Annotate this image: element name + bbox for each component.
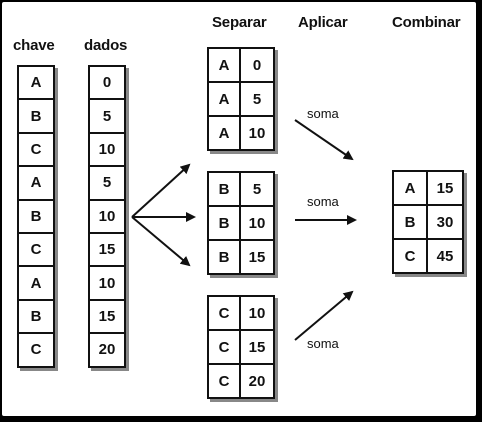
chave-cell: C xyxy=(19,133,53,166)
dados-cell: 15 xyxy=(90,300,124,333)
dados-cell: 10 xyxy=(90,267,124,299)
value-cell: 10 xyxy=(241,117,273,149)
key-cell: C xyxy=(209,331,239,363)
key-cell: A xyxy=(209,117,239,149)
dados-cell: 10 xyxy=(90,133,124,166)
apply-arrow-c xyxy=(294,290,354,341)
value-cell: 15 xyxy=(428,172,462,204)
header-separar: Separar xyxy=(212,14,267,31)
key-cell: C xyxy=(209,365,239,397)
chave-cell: C xyxy=(19,334,53,366)
chave-cell: A xyxy=(19,267,53,299)
apply-label-b: soma xyxy=(307,194,339,209)
chave-cell: C xyxy=(19,234,53,266)
apply-arrow-a xyxy=(294,119,354,161)
key-cell: C xyxy=(394,240,426,272)
value-cell: 20 xyxy=(241,365,273,397)
value-cell: 5 xyxy=(241,173,273,205)
value-cell: 30 xyxy=(428,206,462,238)
value-cell: 15 xyxy=(241,331,273,363)
key-cell: B xyxy=(209,207,239,239)
apply-label-a: soma xyxy=(307,106,339,121)
key-cell: C xyxy=(209,297,239,329)
value-cell: 10 xyxy=(241,207,273,239)
value-cell: 10 xyxy=(241,297,273,329)
value-cell: 5 xyxy=(241,83,273,115)
dados-cell: 0 xyxy=(90,67,124,99)
header-dados: dados xyxy=(84,37,128,54)
key-cell: A xyxy=(209,49,239,81)
chave-cell: A xyxy=(19,167,53,199)
chave-cell: B xyxy=(19,100,53,132)
apply-label-c: soma xyxy=(307,336,339,351)
chave-cell: A xyxy=(19,67,53,99)
value-cell: 15 xyxy=(241,241,273,273)
chave-cell: B xyxy=(19,200,53,232)
flow-arrows xyxy=(131,119,357,341)
header-aplicar: Aplicar xyxy=(298,14,348,31)
key-cell: A xyxy=(209,83,239,115)
key-cell: B xyxy=(209,241,239,273)
dados-cell: 20 xyxy=(90,334,124,366)
key-cell: B xyxy=(394,206,426,238)
header-chave: chave xyxy=(13,37,55,54)
dados-cell: 5 xyxy=(90,167,124,199)
dados-cell: 15 xyxy=(90,234,124,266)
split-arrow-down xyxy=(131,216,191,267)
chave-cell: B xyxy=(19,300,53,333)
dados-cell: 10 xyxy=(90,200,124,232)
value-cell: 0 xyxy=(241,49,273,81)
header-combinar: Combinar xyxy=(392,14,461,31)
key-cell: B xyxy=(209,173,239,205)
key-cell: A xyxy=(394,172,426,204)
value-cell: 45 xyxy=(428,240,462,272)
dados-cell: 5 xyxy=(90,100,124,132)
split-arrow-up xyxy=(131,163,191,218)
